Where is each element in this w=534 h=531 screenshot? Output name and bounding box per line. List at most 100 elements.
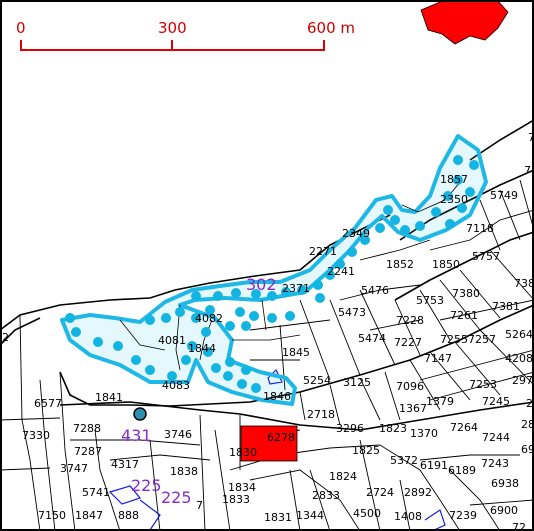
parcel-label: 6577 xyxy=(34,397,62,410)
parcel-label: 1845 xyxy=(282,346,310,359)
red-area-top xyxy=(420,0,509,45)
parcel-label: 1847 xyxy=(75,509,103,522)
parcel-label: 7228 xyxy=(396,314,424,327)
parcel-label: 2892 xyxy=(404,486,432,499)
parcel-label: 7147 xyxy=(424,352,452,365)
blue-marks xyxy=(108,368,446,531)
parcel-label: 1825 xyxy=(352,444,380,457)
parcel-label: 7227 xyxy=(394,336,422,349)
parcel-label: 2371 xyxy=(282,282,310,295)
parcel-label: 5474 xyxy=(358,332,386,345)
zone-label-225-b: 225 xyxy=(161,488,192,507)
parcel-label: 7257 xyxy=(468,333,496,346)
parcel-label: 1379 xyxy=(426,395,454,408)
parcel-label: 4317 xyxy=(111,458,139,471)
parcel-label: 1852 xyxy=(386,258,414,271)
parcel-label: 6900 xyxy=(490,504,518,517)
parcel-label: 7 xyxy=(528,131,534,144)
parcel-label: 1408 xyxy=(394,510,422,523)
scale-label-0: 0 xyxy=(16,19,26,37)
parcel-label: 2718 xyxy=(307,408,335,421)
parcel-label: 1833 xyxy=(222,493,250,506)
parcel-label: 7261 xyxy=(450,309,478,322)
parcel-label: 6189 xyxy=(448,464,476,477)
scale-bar: 0 300 600 m xyxy=(16,19,355,51)
parcel-label: 1850 xyxy=(432,258,460,271)
parcel-label: 7330 xyxy=(22,429,50,442)
parcel-label: 5264 xyxy=(505,328,533,341)
parcel-label: 2 xyxy=(2,331,9,344)
parcel-label: 7150 xyxy=(38,509,66,522)
parcel-label: 1834 xyxy=(228,481,256,494)
highlighted-parcel[interactable] xyxy=(240,425,298,462)
parcel-label: 6278 xyxy=(267,431,295,444)
parcel-label: 5372 xyxy=(390,454,418,467)
zone-label-431: 431 xyxy=(121,426,152,445)
parcel-label: 5254 xyxy=(303,374,331,387)
parcel-label: 2350 xyxy=(440,193,468,206)
parcel-label: 5473 xyxy=(338,306,366,319)
parcel-label: 1344 xyxy=(296,509,324,522)
parcel-label: 1831 xyxy=(264,511,292,524)
parcel-label: 2 xyxy=(526,397,533,410)
map-marker[interactable] xyxy=(133,407,147,421)
parcel-label: 3747 xyxy=(60,462,88,475)
parcel-label: 3125 xyxy=(343,376,371,389)
parcel-label: 7245 xyxy=(482,395,510,408)
parcel-label: 4082 xyxy=(195,312,223,325)
parcel-label: 7264 xyxy=(450,421,478,434)
parcel-label: 3296 xyxy=(336,422,364,435)
parcel-label: 6191 xyxy=(420,459,448,472)
zone-label-302: 302 xyxy=(246,275,277,294)
parcel-label: 4500 xyxy=(353,507,381,520)
parcel-label: 4208 xyxy=(505,352,533,365)
parcel-label: 1844 xyxy=(188,342,216,355)
parcel-label: 5753 xyxy=(416,294,444,307)
parcel-label: 7381 xyxy=(492,300,520,313)
parcel-label: 5757 xyxy=(472,250,500,263)
parcel-label: 7244 xyxy=(482,431,510,444)
parcel-label: 6938 xyxy=(491,477,519,490)
parcel-label: 7118 xyxy=(466,222,494,235)
protected-zone[interactable] xyxy=(60,134,488,406)
parcel-label: 4081 xyxy=(158,334,186,347)
parcel-label: 69 xyxy=(521,443,534,456)
parcel-label: 5749 xyxy=(490,189,518,202)
parcel-label: 5741 xyxy=(82,486,110,499)
scale-label-300: 300 xyxy=(158,19,187,37)
parcel-label: 7380 xyxy=(452,287,480,300)
parcel-label: 71 xyxy=(524,164,534,177)
parcel-label: 1838 xyxy=(170,465,198,478)
parcel-label: 28 xyxy=(521,418,534,431)
parcel-label: 1824 xyxy=(329,470,357,483)
parcel-label: 888 xyxy=(118,509,139,522)
parcel-label: 5476 xyxy=(361,284,389,297)
zone-labels: 302 431 225 225 xyxy=(121,275,277,507)
parcel-label: 1846 xyxy=(263,390,291,403)
parcel-label: 1370 xyxy=(410,427,438,440)
parcel-label: 7287 xyxy=(74,445,102,458)
parcel-label: 7243 xyxy=(481,457,509,470)
parcel-label: 4083 xyxy=(162,379,190,392)
parcel-label: 2271 xyxy=(309,245,337,258)
zone-dots xyxy=(65,155,479,393)
parcel-label: 2724 xyxy=(366,486,394,499)
parcel-label: 1367 xyxy=(399,402,427,415)
parcel-label: 7239 xyxy=(449,509,477,522)
parcel-label: 7 xyxy=(196,499,203,512)
parcel-label: 7096 xyxy=(396,380,424,393)
parcel-label: 3746 xyxy=(164,428,192,441)
parcel-label: 1841 xyxy=(95,391,123,404)
parcel-label: 7288 xyxy=(73,422,101,435)
parcel-label: 7253 xyxy=(469,378,497,391)
parcel-label: 1823 xyxy=(379,422,407,435)
zone-label-225-a: 225 xyxy=(131,476,162,495)
parcel-label: 2970 xyxy=(512,374,534,387)
parcel-label: 2349 xyxy=(342,227,370,240)
parcel-label: 7255 xyxy=(440,333,468,346)
parcel-label: 2833 xyxy=(312,489,340,502)
